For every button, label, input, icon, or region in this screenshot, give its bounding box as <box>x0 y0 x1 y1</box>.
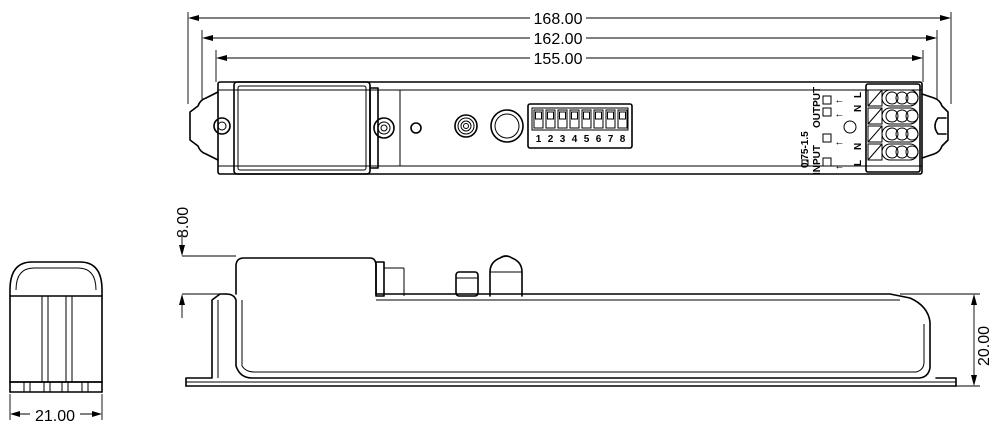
dip-switch-cell <box>545 109 556 129</box>
body-height-label: 20.00 <box>976 326 993 366</box>
svg-text:↑: ↑ <box>834 165 845 170</box>
dip-switch-lever <box>571 111 578 120</box>
dimension-overall-length: 168.00 <box>187 8 952 104</box>
overall-length-label: 168.00 <box>534 11 583 28</box>
adjust-knob <box>454 114 478 138</box>
svg-text:↑: ↑ <box>834 113 845 118</box>
dip-switch-number: 3 <box>560 134 566 145</box>
dip-switch-cell <box>557 109 568 129</box>
input-pin-n: N <box>853 143 864 150</box>
dimension-mounting-length: 162.00 <box>201 28 938 100</box>
dip-switch-lever <box>619 111 626 120</box>
side-knob <box>455 271 479 297</box>
terminal-block <box>865 83 921 173</box>
dip-switch-lever <box>559 111 566 120</box>
dip-switch-number: 8 <box>620 134 626 145</box>
dip-switch-cell <box>569 109 580 129</box>
sensor-lens <box>490 109 524 143</box>
output-pin-n: N <box>853 105 864 112</box>
dip-switch-number: 4 <box>572 134 578 145</box>
dimension-body-length: 155.00 <box>215 48 924 82</box>
dip-switch-lever <box>535 111 542 120</box>
end-view: 21.00 <box>9 261 103 425</box>
side-lens <box>489 255 523 297</box>
side-lid <box>235 257 377 295</box>
dip-switch-number: 5 <box>584 134 590 145</box>
terminal-labels: 0.75-1.5 INPUT OUTPUT ↑ ↑ ↑ ↑ L N N L <box>800 87 864 175</box>
led-indicator <box>410 122 422 134</box>
dip-switch-cell <box>533 109 544 129</box>
output-pin-l: L <box>853 92 864 98</box>
side-body <box>225 293 931 379</box>
dip-switch-lever <box>595 111 602 120</box>
cover-screw <box>373 117 395 139</box>
right-mounting-slot <box>934 117 947 135</box>
dip-switch-lever <box>583 111 590 120</box>
left-mounting-hole <box>213 117 231 135</box>
dip-switch-cell <box>593 109 604 129</box>
dip-switch-cell <box>581 109 592 129</box>
side-view: 8.00 20.00 <box>175 207 993 387</box>
mounting-length-label: 162.00 <box>534 31 583 48</box>
svg-text:↑: ↑ <box>834 141 845 146</box>
wire-gauge-label: 0.75-1.5 <box>800 131 811 168</box>
dip-switch-number: 6 <box>596 134 602 145</box>
dip-switch-lever <box>547 111 554 120</box>
input-pin-l: L <box>853 160 864 166</box>
width-label: 21.00 <box>35 408 75 425</box>
svg-text:↑: ↑ <box>834 99 845 104</box>
right-mounting-tab <box>921 93 949 159</box>
dip-switch-cell <box>617 109 628 129</box>
terminal-cover <box>233 81 371 175</box>
output-label: OUTPUT <box>812 87 823 128</box>
housing-body <box>217 81 923 175</box>
dip-switch-lever <box>607 111 614 120</box>
body-length-label: 155.00 <box>534 51 583 68</box>
input-label: INPUT <box>812 145 823 175</box>
lid-height-label: 8.00 <box>175 207 192 238</box>
top-view: 168.00 162.00 155.00 <box>187 8 952 175</box>
left-mounting-tab <box>189 91 219 161</box>
dip-switch-number: 7 <box>608 134 614 145</box>
dip-switch-cell <box>605 109 616 129</box>
dip-switch-number: 1 <box>536 134 542 145</box>
dip-switch-number: 2 <box>548 134 554 145</box>
